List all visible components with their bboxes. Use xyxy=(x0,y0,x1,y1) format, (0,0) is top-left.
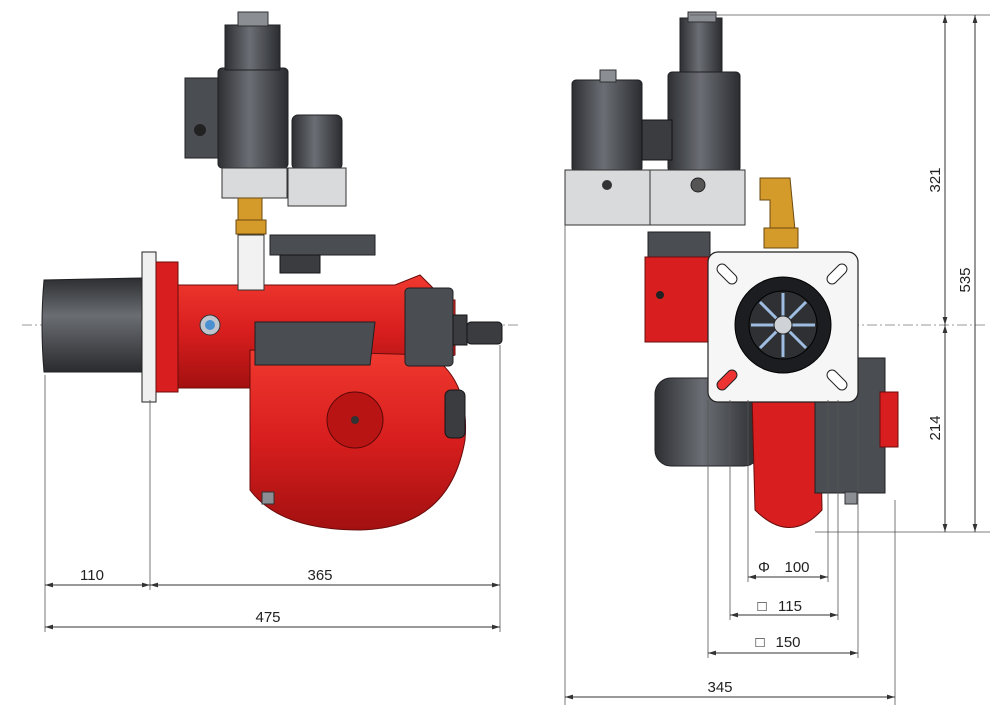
dim-label-150: 150 xyxy=(775,634,800,651)
solenoid-valve-body xyxy=(217,67,289,169)
blast-tube xyxy=(41,277,143,373)
gas-pipe xyxy=(237,234,265,291)
burner-nozzle xyxy=(773,315,793,335)
valve-base xyxy=(221,167,288,199)
filter-base xyxy=(287,167,347,207)
flange-slot-br xyxy=(826,369,848,391)
square-symbol-150: □ xyxy=(755,634,764,651)
dim-label-475: 475 xyxy=(255,609,280,626)
dim-label-100: 100 xyxy=(784,559,809,576)
front-solenoid-coil xyxy=(679,17,723,74)
front-valve-left-base xyxy=(564,169,651,226)
dim-label-110: 110 xyxy=(80,567,104,584)
square-symbol-115: □ xyxy=(757,598,766,615)
front-valve-left-plug xyxy=(599,69,617,83)
servo-actuator xyxy=(404,287,454,367)
inspection-glass xyxy=(205,320,215,330)
front-valve-coupling xyxy=(641,119,673,161)
valve-coil-screw xyxy=(194,124,206,136)
dim-label-535: 535 xyxy=(957,267,974,292)
front-valve-left-port xyxy=(602,180,612,190)
front-valve-right-port xyxy=(690,177,706,193)
front-fan-housing xyxy=(751,394,823,528)
brass-nut xyxy=(235,219,267,235)
front-red-box-screw xyxy=(656,291,664,299)
dim-label-365: 365 xyxy=(307,567,332,584)
motor-hub-center xyxy=(351,416,359,424)
diameter-symbol: Φ xyxy=(758,559,770,576)
side-view: 110 365 475 xyxy=(22,11,520,632)
front-solenoid-cap xyxy=(687,11,717,23)
solenoid-cap xyxy=(237,11,269,27)
mounting-flange xyxy=(141,251,157,403)
control-box xyxy=(254,321,376,366)
dim-label-115: 115 xyxy=(778,598,802,615)
dim-label-214: 214 xyxy=(927,415,944,440)
actuator-cap xyxy=(452,314,468,346)
front-red-box xyxy=(644,256,714,343)
gas-filter xyxy=(291,114,343,171)
air-damper-knob xyxy=(444,389,466,439)
actuator-shaft xyxy=(466,321,503,345)
dim-label-345: 345 xyxy=(707,679,732,696)
front-valve-right xyxy=(667,71,741,173)
front-valve-right-base xyxy=(649,169,746,226)
flange-slot-bl xyxy=(716,369,738,391)
front-side-red xyxy=(879,391,899,448)
flange-slot-tr xyxy=(826,263,848,285)
solenoid-coil-top xyxy=(224,24,281,71)
pressure-switch xyxy=(269,234,376,256)
front-brass-elbow xyxy=(759,177,796,231)
foot-left xyxy=(261,491,275,505)
front-pressure-switch xyxy=(647,231,711,258)
front-brass-nut xyxy=(763,227,799,249)
pressure-switch-base xyxy=(279,254,321,274)
flange-slot-tl xyxy=(716,263,738,285)
flange-collar xyxy=(155,261,179,393)
front-valve-left xyxy=(571,79,643,173)
front-foot xyxy=(844,491,858,505)
dim-label-321: 321 xyxy=(927,167,944,192)
valve-coil-box xyxy=(184,77,224,159)
front-view: 321 214 535 Φ 100 □ 115 □ 150 345 xyxy=(564,11,990,705)
